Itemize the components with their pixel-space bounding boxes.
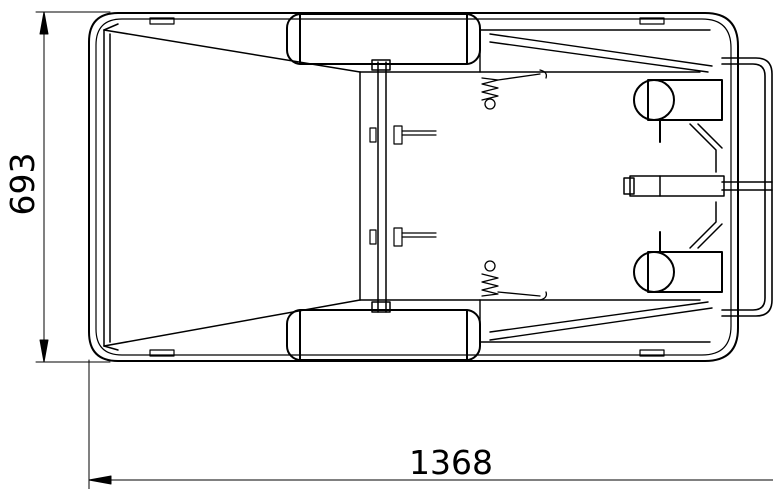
handle (721, 57, 773, 317)
height-arrow-bottom (39, 339, 49, 363)
axle (371, 59, 391, 313)
width-dimension (88, 359, 773, 489)
braces (489, 33, 713, 341)
height-arrow-top (39, 11, 49, 35)
bolts (369, 125, 437, 247)
height-dimension (35, 11, 111, 363)
tray (103, 23, 361, 351)
wheel-bottom (286, 309, 481, 361)
outer-frame (88, 12, 739, 362)
caster-top (633, 79, 723, 143)
width-label: 1368 (409, 443, 493, 482)
height-label: 693 (3, 153, 42, 216)
width-arrow-left (88, 475, 112, 485)
spring-bottom (481, 260, 548, 301)
spring-top (481, 69, 548, 110)
corner-pads (149, 17, 665, 357)
caster-bottom (633, 231, 723, 293)
wheel-top (286, 13, 481, 65)
steering-linkage (623, 123, 725, 249)
